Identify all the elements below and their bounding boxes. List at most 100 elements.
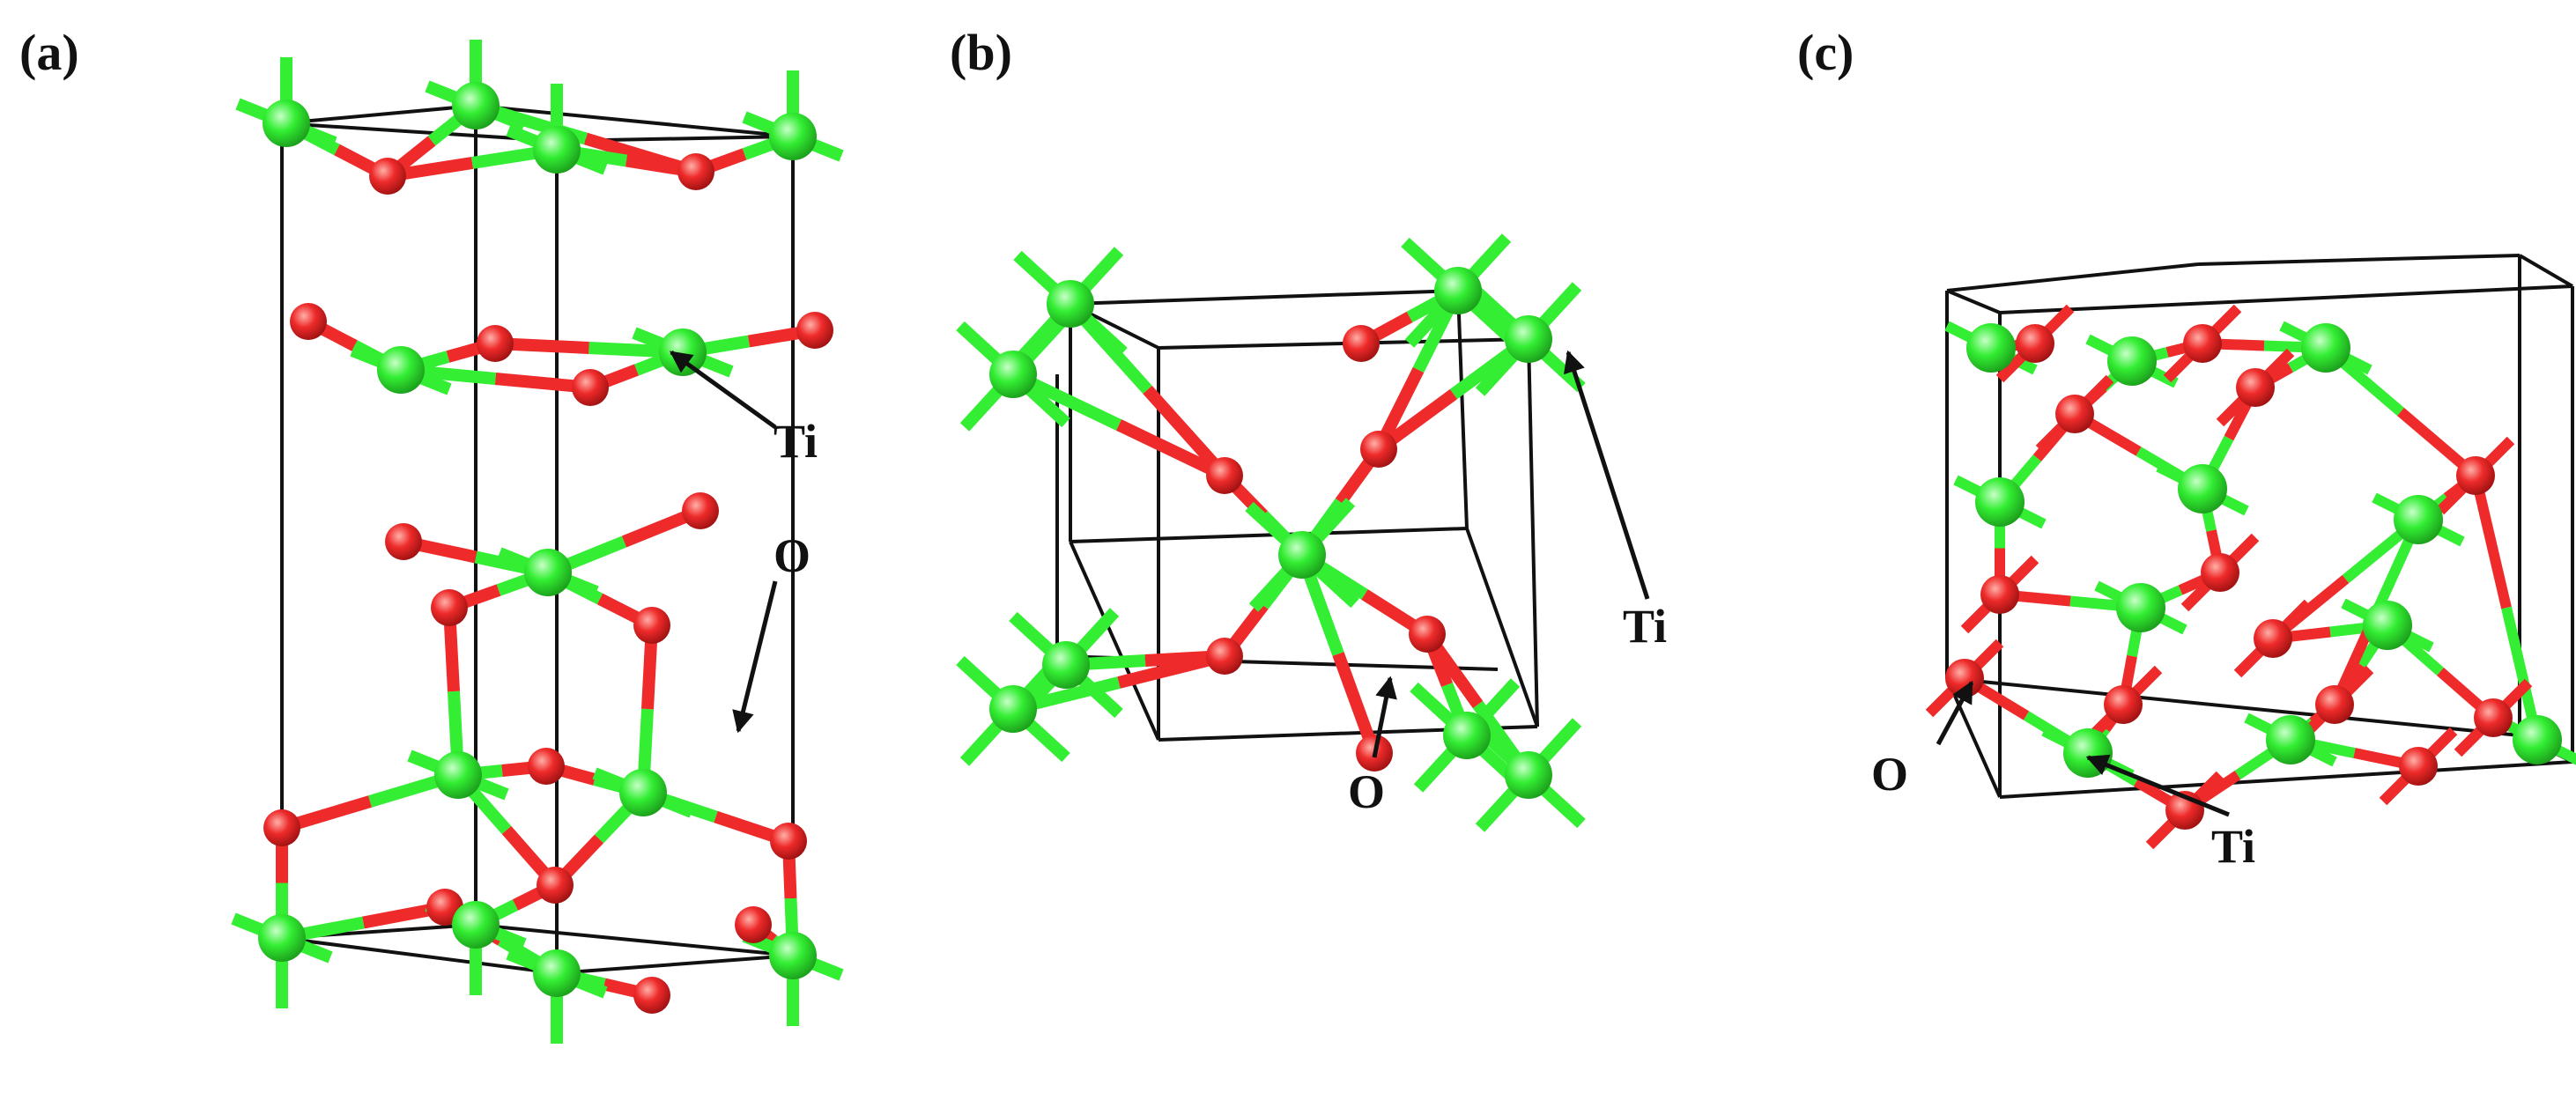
- oxygen-atom: [263, 809, 300, 846]
- oxygen-atom: [677, 153, 714, 190]
- cell-edge: [1456, 290, 1469, 529]
- titanium-atom: [1443, 712, 1491, 759]
- oxygen-atom: [633, 977, 670, 1014]
- label-arrow: [669, 350, 777, 430]
- cell-edge: [2518, 254, 2574, 288]
- panel-c-structure: [1925, 254, 2576, 850]
- titanium-atom: [2178, 464, 2227, 513]
- oxygen-atom: [2183, 324, 2222, 363]
- titanium-atom: [524, 549, 572, 596]
- titanium-atom: [659, 329, 707, 376]
- panel-a: (a) Ti O: [0, 0, 881, 1115]
- oxygen-atom: [431, 589, 468, 626]
- ti-o-bond: [2470, 474, 2512, 609]
- cell-edge: [475, 923, 794, 957]
- oxygen-atom: [2456, 456, 2495, 495]
- label-arrow: [1563, 350, 1650, 600]
- cell-edge: [1946, 289, 2001, 314]
- titanium-atom: [263, 100, 310, 147]
- titanium-atom: [452, 901, 500, 949]
- cell-edge: [1070, 527, 1468, 543]
- titanium-atom: [989, 351, 1037, 398]
- oxygen-atom: [770, 823, 807, 860]
- titanium-atom: [1434, 267, 1482, 314]
- cell-edge: [475, 104, 794, 138]
- oxygen-atom: [537, 867, 574, 904]
- oxygen-atom: [2104, 685, 2143, 724]
- titanium-atom: [2301, 323, 2350, 373]
- panel-c: (c) O Ti: [1762, 0, 2576, 1115]
- ti-o-bond: [1115, 419, 1228, 482]
- oxygen-atom: [1206, 638, 1243, 675]
- cell-edge: [281, 936, 558, 975]
- titanium-atom: [452, 82, 500, 129]
- cell-edge: [2197, 254, 2520, 266]
- titanium-atom: [769, 113, 817, 160]
- oxygen-atom: [2236, 368, 2275, 407]
- cell-edge: [1465, 528, 1539, 727]
- titanium-atom: [1047, 280, 1094, 328]
- label-arrow: [1372, 676, 1397, 758]
- panel-c-label: (c): [1797, 24, 1854, 81]
- panel-c-o-label: O: [1871, 748, 1909, 801]
- titanium-atom: [533, 126, 581, 174]
- oxygen-atom: [528, 748, 565, 785]
- panel-a-ti-label: Ti: [774, 415, 818, 468]
- oxygen-atom: [369, 158, 406, 195]
- panel-b: (b) Ti O: [881, 0, 1762, 1115]
- titanium-atom: [1505, 751, 1552, 799]
- titanium-atom: [1042, 641, 1090, 689]
- cell-edge: [281, 104, 477, 125]
- titanium-atom: [1278, 531, 1326, 579]
- oxygen-atom: [1360, 431, 1397, 468]
- panel-b-o-label: O: [1348, 765, 1386, 818]
- oxygen-atom: [796, 312, 833, 349]
- cell-edge: [1069, 541, 1160, 741]
- titanium-atom: [1975, 477, 2025, 527]
- panel-a-structure: [231, 40, 844, 1044]
- oxygen-atom: [2201, 553, 2239, 592]
- titanium-atom: [989, 685, 1037, 733]
- titanium-atom: [2266, 715, 2315, 764]
- cell-edge: [1946, 676, 2520, 737]
- titanium-atom: [434, 751, 482, 799]
- cell-edge: [1999, 284, 2573, 314]
- oxygen-atom: [2474, 698, 2513, 737]
- cell-edge: [1070, 289, 1459, 306]
- titanium-atom: [1505, 315, 1552, 363]
- oxygen-atom: [2016, 324, 2054, 363]
- oxygen-atom: [1409, 616, 1446, 653]
- titanium-atom: [2363, 601, 2412, 650]
- oxygen-atom: [1343, 325, 1380, 362]
- titanium-atom: [769, 932, 817, 979]
- label-arrow: [1936, 680, 1974, 746]
- oxygen-atom: [633, 607, 670, 644]
- titanium-atom: [2513, 715, 2562, 764]
- cell-edge: [1946, 262, 2199, 292]
- panel-b-structure: [956, 233, 1650, 832]
- titanium-atom: [1966, 323, 2016, 373]
- panel-a-o-label: O: [774, 529, 811, 582]
- oxygen-atom: [1980, 575, 2019, 614]
- oxygen-atom: [572, 369, 609, 406]
- oxygen-atom: [735, 906, 772, 943]
- oxygen-atom: [1206, 457, 1243, 494]
- oxygen-atom: [477, 325, 514, 362]
- ti-o-bond: [1143, 385, 1230, 480]
- panel-a-label: (a): [19, 24, 79, 81]
- cell-edge: [1999, 760, 2573, 799]
- titanium-atom: [533, 949, 581, 997]
- titanium-atom: [377, 346, 425, 394]
- oxygen-atom: [682, 492, 719, 529]
- oxygen-atom: [2399, 747, 2438, 786]
- cell-edge: [556, 954, 794, 975]
- titanium-atom: [2116, 583, 2165, 632]
- label-arrow: [732, 580, 778, 734]
- oxygen-atom: [2055, 395, 2094, 433]
- titanium-atom: [258, 914, 306, 962]
- oxygen-atom: [385, 523, 422, 560]
- label-arrow: [2085, 754, 2230, 817]
- oxygen-atom: [290, 303, 327, 340]
- oxygen-atom: [2315, 685, 2354, 724]
- titanium-atom: [619, 769, 667, 816]
